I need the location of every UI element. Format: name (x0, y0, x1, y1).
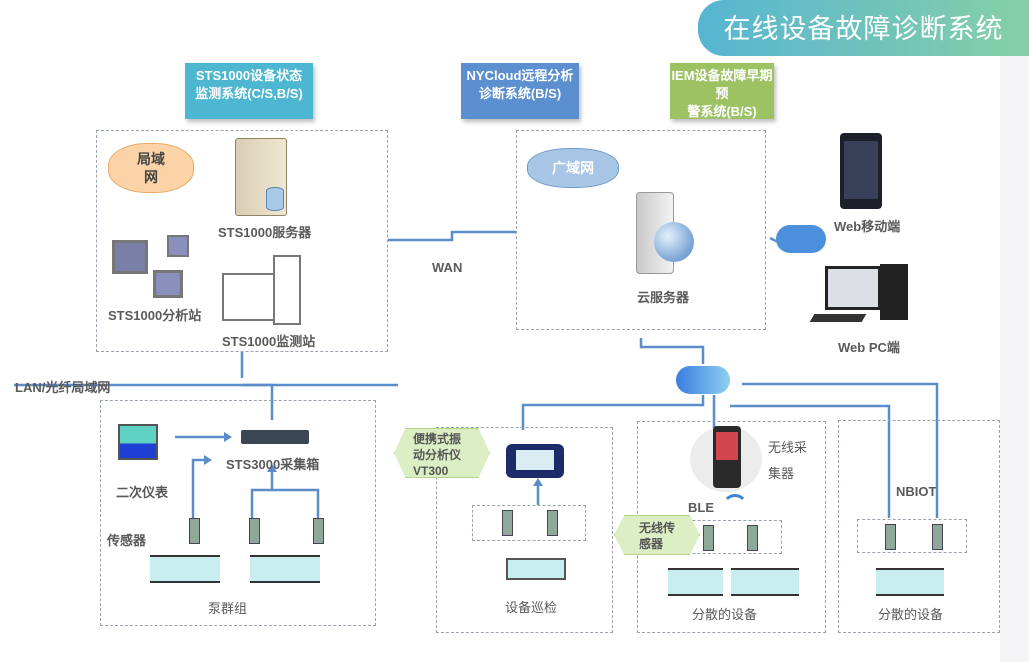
wan-cloud-label: 广域网 (552, 160, 594, 176)
cloud-to-nbiot-line1 (730, 404, 891, 518)
wireless-distributed-label: 分散的设备 (692, 607, 758, 622)
nbiot-sensor-group (857, 519, 967, 553)
cloud-to-nbiot-line2 (742, 382, 939, 518)
pump-group-label: 泵群组 (208, 601, 248, 616)
vt300-tag-line2: 动分析仪 (413, 448, 462, 462)
collector-box-label: STS3000采集箱 (226, 457, 320, 472)
web-pc-tower-icon (880, 264, 908, 320)
wireless-sensor-tag: 无线传 感器 (614, 515, 700, 555)
web-mobile-label: Web移动端 (834, 219, 901, 234)
keyboard-icon (809, 314, 867, 322)
sts1000-callout-line2: 监测系统(C/S,B/S) (195, 86, 303, 101)
sensor-label: 传感器 (107, 533, 147, 548)
wireless-sensor-tag-line1: 无线传 (639, 521, 676, 535)
sts1000-callout-line1: STS1000设备状态 (195, 68, 303, 83)
wireless-signal-icon (722, 494, 748, 520)
sensor-icon (747, 525, 758, 551)
wan-label: WAN (432, 260, 463, 275)
machine-icon (668, 568, 723, 596)
analysis-station-icon-1 (112, 240, 148, 274)
secondary-instrument-label: 二次仪表 (116, 485, 169, 500)
wan-cloud: 广域网 (527, 148, 619, 188)
database-icon (266, 187, 284, 211)
vt300-tag: 便携式振 动分析仪 VT300 (394, 428, 490, 478)
vt300-tag-line1: 便携式振 (413, 432, 462, 446)
sensor-icon (703, 525, 714, 551)
analysis-station-label: STS1000分析站 (108, 308, 202, 323)
monitor-station-icon (222, 273, 282, 321)
distribution-cloud-icon (676, 366, 730, 394)
iem-callout: IEM设备故障早期预 警系统(B/S) (670, 63, 774, 119)
sts1000-server-label: STS1000服务器 (218, 225, 312, 240)
right-margin-strip (1000, 56, 1029, 662)
mobile-tablet-icon (840, 133, 882, 209)
wireless-collector-icon (713, 426, 741, 488)
vt300-analyzer-icon (506, 444, 564, 478)
sensor-icon (932, 524, 943, 550)
pump-group-box (100, 400, 376, 626)
page-title: 在线设备故障诊断系统 (698, 0, 1029, 56)
pump-unit-icon (250, 555, 320, 583)
lan-fiber-label: LAN/光纤局域网 (15, 380, 111, 395)
iem-callout-line2: 警系统(B/S) (687, 104, 757, 119)
pump-unit-icon (150, 555, 220, 583)
cloud-to-inspection-line (521, 395, 705, 430)
sensor-icon (547, 510, 558, 536)
lan-system-box (96, 130, 388, 352)
cloud-to-wan-line (639, 338, 705, 364)
analysis-station-icon-2 (167, 235, 189, 257)
iem-callout-line1: IEM设备故障早期预 (671, 68, 773, 101)
wan-system-box (516, 130, 766, 330)
sts1000-callout: STS1000设备状态 监测系统(C/S,B/S) (185, 63, 313, 119)
inspected-machine-icon (506, 558, 566, 580)
inspection-label: 设备巡检 (505, 600, 558, 615)
analysis-station-icon-3 (153, 270, 183, 298)
sensor-icon (502, 510, 513, 536)
lan-to-collector-line (242, 383, 274, 420)
collector-box-icon (241, 430, 309, 444)
vt300-tag-line3: VT300 (413, 464, 449, 478)
sensor-icon (189, 518, 200, 544)
monitor-station-label: STS1000监测站 (222, 334, 316, 349)
monitor-tower-icon (273, 255, 301, 325)
nbiot-box (838, 420, 1000, 633)
wan-link (388, 230, 516, 242)
sensor-icon (885, 524, 896, 550)
wireless-sensor-tag-line2: 感器 (639, 537, 664, 551)
globe-icon (654, 222, 694, 262)
lan-cloud: 局域 网 (108, 143, 194, 193)
ble-label: BLE (688, 500, 714, 515)
web-pc-label: Web PC端 (838, 340, 900, 355)
secondary-instrument-icon (118, 424, 158, 460)
sensor-icon (313, 518, 324, 544)
inspection-sensor-group (472, 505, 586, 541)
web-pc-monitor-icon (825, 266, 881, 310)
inspection-box (436, 427, 613, 633)
sensor-icon (249, 518, 260, 544)
nbiot-label: NBIOT (896, 484, 937, 499)
sts1000-server-icon (235, 138, 287, 216)
machine-icon (876, 568, 944, 596)
nycloud-callout: NYCloud远程分析 诊断系统(B/S) (461, 63, 579, 119)
nbiot-distributed-label: 分散的设备 (878, 607, 944, 622)
machine-icon (731, 568, 799, 596)
wireless-collector-label-line2: 集器 (768, 466, 795, 481)
nycloud-callout-line1: NYCloud远程分析 (466, 68, 574, 83)
internet-cloud-icon (776, 225, 826, 253)
lan-cloud-label-line2: 网 (144, 169, 158, 185)
wireless-collector-label-line1: 无线采 (768, 440, 808, 455)
nycloud-callout-line2: 诊断系统(B/S) (478, 86, 562, 101)
cloud-server-label: 云服务器 (637, 290, 690, 305)
lan-cloud-label-line1: 局域 (137, 151, 165, 167)
